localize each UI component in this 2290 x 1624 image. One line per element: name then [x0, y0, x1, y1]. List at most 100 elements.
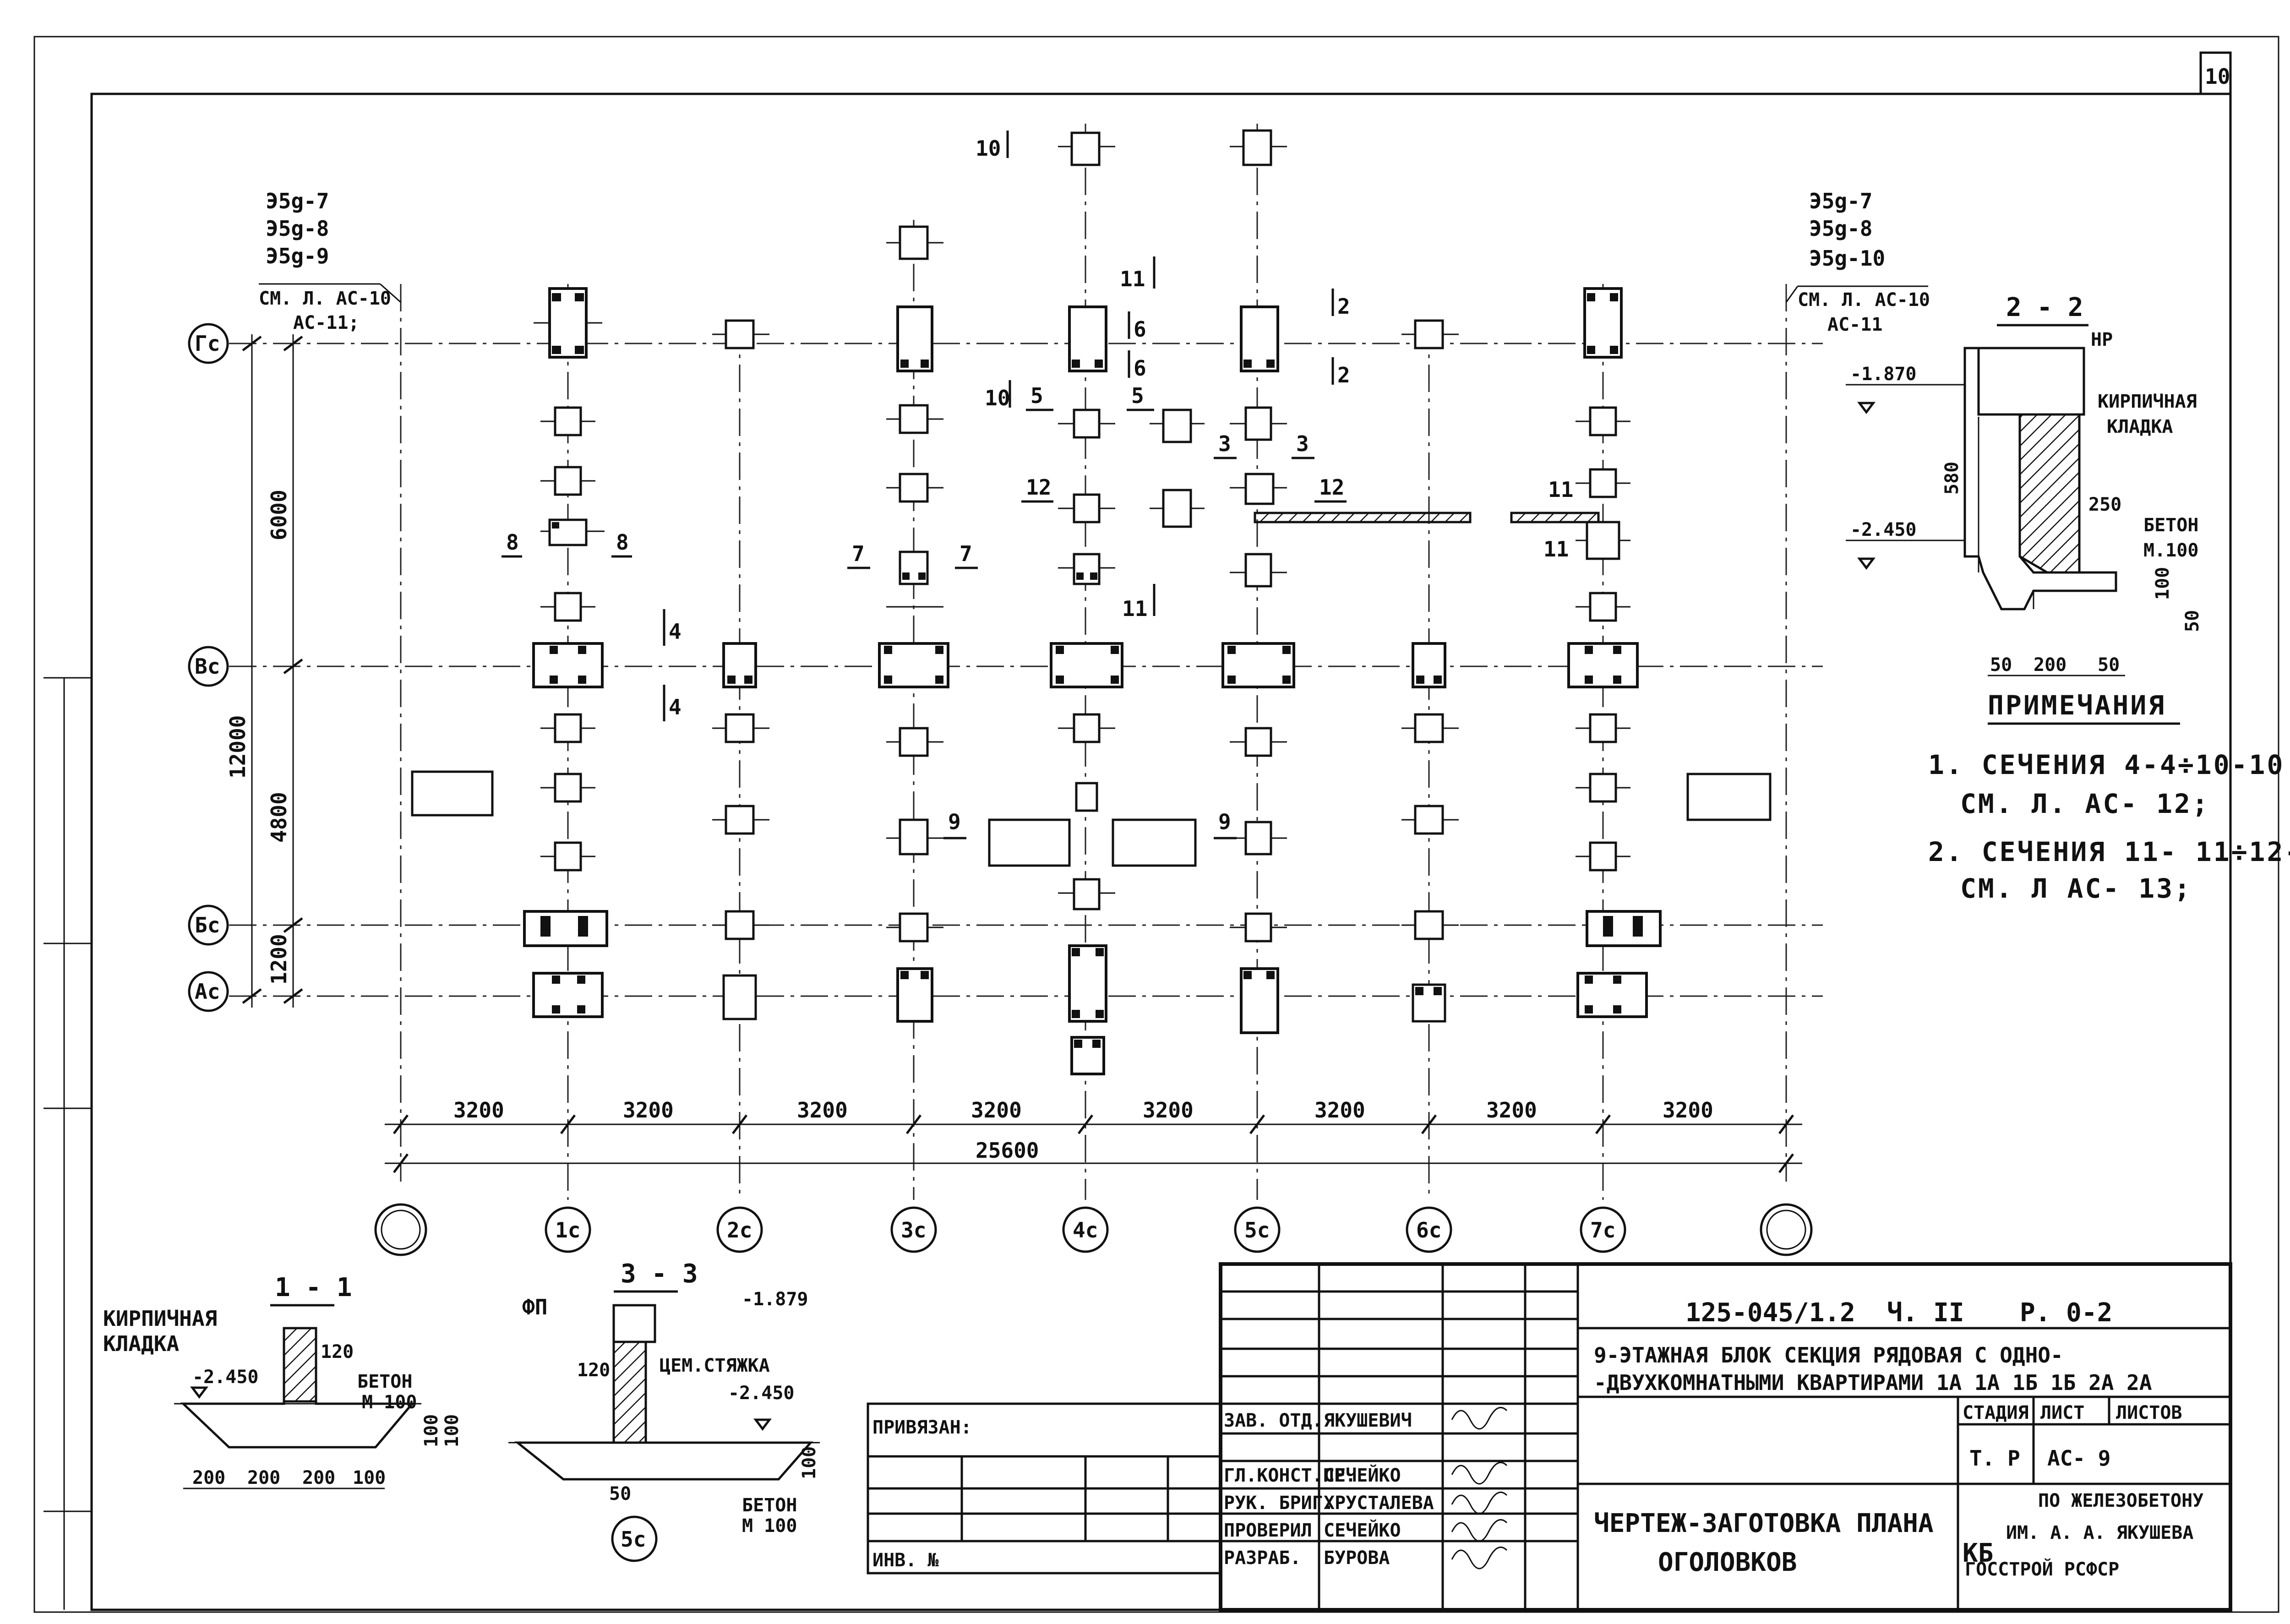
svg-text:Э5g-7: Э5g-7	[266, 189, 329, 213]
span-dimension: 3200	[1143, 1098, 1194, 1123]
svg-text:100: 100	[2152, 567, 2173, 600]
svg-text:200: 200	[247, 1467, 280, 1488]
svg-text:Э5g-8: Э5g-8	[266, 216, 329, 241]
span-dimension: 3200	[971, 1098, 1022, 1123]
svg-text:11: 11	[1548, 477, 1573, 502]
pedestal-group-7c	[1567, 287, 1662, 1018]
svg-text:200: 200	[192, 1467, 225, 1488]
svg-text:9: 9	[1218, 809, 1231, 834]
svg-text:7: 7	[852, 541, 865, 566]
svg-text:БЕТОН: БЕТОН	[2143, 515, 2198, 536]
dimension-4800: 4800	[267, 792, 291, 843]
svg-text:2. СЕЧЕНИЯ 11- 11÷12-12: 2. СЕЧЕНИЯ 11- 11÷12-12	[1928, 836, 2290, 867]
svg-text:ФП: ФП	[522, 1295, 547, 1319]
svg-text:СМ. Л АС- 13;: СМ. Л АС- 13;	[1960, 873, 2192, 904]
svg-text:1 - 1: 1 - 1	[275, 1273, 352, 1302]
svg-text:-1.870: -1.870	[1850, 364, 1917, 385]
svg-text:7: 7	[960, 541, 972, 566]
row-axes	[229, 343, 1823, 997]
free-caps	[411, 409, 1772, 867]
svg-text:11: 11	[1122, 596, 1147, 621]
svg-text:12: 12	[1319, 475, 1344, 500]
svg-text:-2.450: -2.450	[728, 1383, 795, 1404]
svg-text:БЕТОН: БЕТОН	[742, 1495, 797, 1516]
pedestal-group-1c	[523, 287, 608, 1018]
svg-text:РУК. БРИГ.: РУК. БРИГ.	[1224, 1493, 1334, 1514]
svg-text:580: 580	[1941, 462, 1963, 495]
svg-text:ЯКУШЕВИЧ: ЯКУШЕВИЧ	[1324, 1410, 1412, 1431]
svg-text:Э5g-10: Э5g-10	[1809, 246, 1885, 271]
pedestal-group-5c	[1221, 129, 1295, 1034]
svg-text:Р. 0-2: Р. 0-2	[2020, 1298, 2112, 1328]
span-dimension: 3200	[1486, 1098, 1537, 1123]
svg-text:СМ. Л. АС-10: СМ. Л. АС-10	[259, 288, 391, 309]
section-2-2: 2 - 2 НР КИРПИЧНАЯ КЛАДКА -1.870 -2.450 …	[1846, 293, 2203, 676]
svg-text:-2.450: -2.450	[1850, 519, 1917, 540]
svg-text:АС- 9: АС- 9	[2047, 1446, 2110, 1471]
svg-text:Э5g-8: Э5g-8	[1809, 216, 1872, 241]
column-axis-label: 7с	[1590, 1218, 1615, 1243]
svg-text:КЛАДКА: КЛАДКА	[103, 1331, 179, 1356]
svg-text:АС-11;: АС-11;	[293, 312, 360, 333]
svg-text:ЗАВ. ОТД.: ЗАВ. ОТД.	[1224, 1410, 1323, 1431]
svg-text:НР: НР	[2091, 329, 2113, 350]
row-axis-label: Гс	[195, 331, 220, 356]
span-dimension: 3200	[797, 1098, 848, 1123]
span-dimension: 3200	[1663, 1098, 1713, 1123]
svg-text:11: 11	[1120, 267, 1145, 291]
column-axis-label: 5с	[1244, 1218, 1270, 1243]
left-callouts: Э5g-7 Э5g-8 Э5g-9 СМ. Л. АС-10 АС-11;	[259, 189, 401, 333]
row-axis-label: Бс	[195, 913, 220, 937]
svg-text:5с: 5с	[621, 1527, 646, 1552]
section-1-1: 1 - 1 КИРПИЧНАЯ КЛАДКА 120 -2.450 БЕТОН …	[103, 1273, 463, 1489]
svg-text:50: 50	[1990, 654, 2012, 676]
svg-text:6: 6	[1134, 356, 1146, 381]
column-axis-bubbles: 1с 2с 3с 4с 5с 6с 7с	[374, 1203, 1813, 1256]
svg-text:Э5g-7: Э5g-7	[1809, 189, 1872, 213]
svg-text:ПО ЖЕЛЕЗОБЕТОНУ: ПО ЖЕЛЕЗОБЕТОНУ	[2038, 1490, 2203, 1511]
column-axis-label: 3с	[901, 1218, 926, 1243]
right-callouts: Э5g-7 Э5g-8 Э5g-10 СМ. Л. АС-10 АС-11	[1785, 189, 1930, 335]
pedestals	[411, 129, 1772, 1075]
column-axis-label: 4с	[1073, 1218, 1098, 1243]
title-block: ПРИВЯЗАН: ИНВ. № ЗАВ. ОТД. ЯКУШЕВИЧ ГЛ.К…	[867, 1262, 2232, 1612]
svg-text:9: 9	[948, 809, 961, 834]
svg-text:ГОССТРОЙ РСФСР: ГОССТРОЙ РСФСР	[1965, 1558, 2119, 1580]
span-dimension: 3200	[1314, 1098, 1365, 1123]
signatures	[1451, 1406, 1508, 1570]
svg-text:4: 4	[669, 619, 682, 644]
dimension-12000: 12000	[225, 715, 250, 779]
svg-text:50: 50	[609, 1483, 631, 1504]
svg-text:ИМ. А. А. ЯКУШЕВА: ИМ. А. А. ЯКУШЕВА	[2006, 1522, 2193, 1543]
section-cut-marks: 10 11 6 6 2 2 10 5 5 3 3 12 12 11 11 11 …	[502, 131, 1573, 839]
svg-text:12: 12	[1026, 475, 1051, 500]
svg-text:ЧЕРТЕЖ-ЗАГОТОВКА ПЛАНА: ЧЕРТЕЖ-ЗАГОТОВКА ПЛАНА	[1594, 1509, 1934, 1538]
svg-text:М 100: М 100	[362, 1392, 417, 1413]
pedestal-group-3c	[878, 225, 949, 1023]
hatched-beam	[1254, 512, 1472, 523]
horizontal-dimensions: 3200 3200 3200 3200 3200 3200 3200 3200 …	[385, 1098, 1802, 1173]
svg-text:Ч. II: Ч. II	[1887, 1298, 1964, 1328]
svg-text:50: 50	[2182, 610, 2203, 632]
row-axis-label: Вс	[195, 654, 220, 679]
svg-text:КИРПИЧНАЯ: КИРПИЧНАЯ	[103, 1306, 217, 1331]
column-axis-label: 6с	[1416, 1218, 1441, 1243]
hatched-beam	[1510, 512, 1600, 523]
span-dimension: 3200	[453, 1098, 504, 1123]
svg-text:КЛАДКА: КЛАДКА	[2107, 416, 2173, 437]
svg-text:ПРОВЕРИЛ: ПРОВЕРИЛ	[1224, 1520, 1312, 1541]
svg-text:9-ЭТАЖНАЯ БЛОК СЕКЦИЯ РЯДОВАЯ: 9-ЭТАЖНАЯ БЛОК СЕКЦИЯ РЯДОВАЯ С ОДНО-	[1594, 1343, 2063, 1368]
row-axis-bubbles: Гс Вс Бс Ас	[188, 323, 229, 1012]
svg-text:ОГОЛОВКОВ: ОГОЛОВКОВ	[1658, 1548, 1797, 1577]
svg-text:АС-11: АС-11	[1827, 314, 1882, 335]
svg-text:2 - 2: 2 - 2	[2006, 293, 2083, 322]
svg-text:125-045/1.2: 125-045/1.2	[1685, 1298, 1855, 1328]
svg-text:БУРОВА: БУРОВА	[1324, 1548, 1390, 1569]
svg-text:ИНВ. №: ИНВ. №	[872, 1550, 939, 1571]
dimension-1200: 1200	[267, 934, 291, 985]
inner-frame	[90, 93, 2232, 1611]
svg-text:М 100: М 100	[742, 1515, 797, 1537]
svg-text:ЛИСТ: ЛИСТ	[2040, 1402, 2084, 1423]
svg-text:Т. Р: Т. Р	[1969, 1446, 2020, 1471]
svg-text:200: 200	[302, 1467, 335, 1488]
